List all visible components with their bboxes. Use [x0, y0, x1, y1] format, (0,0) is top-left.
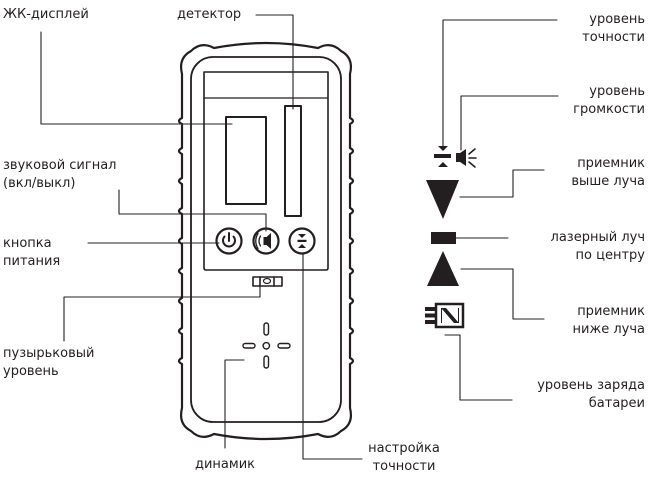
- accuracy-setting-label-line2: точности: [372, 459, 436, 474]
- above-beam-label-line1: приемник: [577, 156, 645, 171]
- callout-line-below-beam: [460, 268, 545, 320]
- accuracy-icon: [297, 234, 307, 248]
- callout-line-battery: [444, 334, 513, 401]
- callout-line-volume-level: [460, 95, 559, 151]
- up-arrow-icon: [427, 251, 459, 286]
- callout-line-accuracy-setting: [302, 252, 363, 460]
- accuracy-setting-label-line1: настройка: [368, 441, 440, 456]
- down-arrow-icon: [426, 180, 459, 219]
- detector-label: детектор: [177, 7, 242, 22]
- callout-lines-device: [40, 14, 363, 460]
- bubble-level: [252, 276, 283, 287]
- battery-icon: [425, 302, 465, 329]
- center-beam-label-line1: лазерный луч: [550, 230, 645, 245]
- callout-line-lcd: [40, 31, 233, 125]
- accuracy-level-label-line2: точности: [582, 30, 645, 45]
- above-beam-label-line2: выше луча: [571, 174, 645, 189]
- bubble-label-line1: пузырьковый: [3, 346, 95, 361]
- center-beam-label-line2: по центру: [575, 248, 645, 263]
- power-button[interactable]: [215, 227, 243, 255]
- callout-line-sound: [118, 189, 267, 232]
- speaker-grille: [242, 322, 291, 369]
- detector-window: [284, 105, 302, 217]
- power-icon: [222, 232, 236, 248]
- speaker-label: динамик: [194, 457, 255, 472]
- volume-level-label-line1: уровень: [589, 84, 645, 99]
- callout-line-speaker: [224, 359, 245, 449]
- lcd-label: ЖК-дисплей: [3, 7, 89, 22]
- battery-label-line2: батареи: [588, 396, 645, 411]
- sound-label-line2: (вкл/выкл): [3, 176, 76, 191]
- below-beam-label-line2: ниже луча: [572, 322, 645, 337]
- center-bar-icon: [431, 232, 456, 244]
- below-beam-label-line1: приемник: [577, 304, 645, 319]
- callout-line-bubble: [63, 285, 261, 342]
- power-label-line2: питания: [3, 254, 61, 269]
- accuracy-button[interactable]: [288, 227, 316, 255]
- receiver-body: [177, 41, 355, 441]
- power-label-line1: кнопка: [3, 236, 52, 251]
- sound-label-line1: звуковой сигнал: [3, 158, 117, 173]
- sound-button[interactable]: [252, 227, 280, 255]
- accuracy-level-icon: [434, 146, 451, 167]
- accuracy-level-label-line1: уровень: [589, 12, 645, 27]
- volume-level-label-line2: громкости: [573, 102, 645, 117]
- callout-line-detector: [255, 14, 294, 110]
- lcd-display: [225, 116, 267, 205]
- volume-icon: [456, 148, 477, 168]
- speaker-sound-icon: [255, 232, 271, 250]
- callout-line-accuracy-level: [442, 19, 558, 151]
- battery-label-line1: уровень заряда: [537, 378, 645, 393]
- callout-lines-indicators: [442, 19, 559, 401]
- bubble-label-line2: уровень: [3, 364, 59, 379]
- callout-line-above-beam: [459, 169, 545, 198]
